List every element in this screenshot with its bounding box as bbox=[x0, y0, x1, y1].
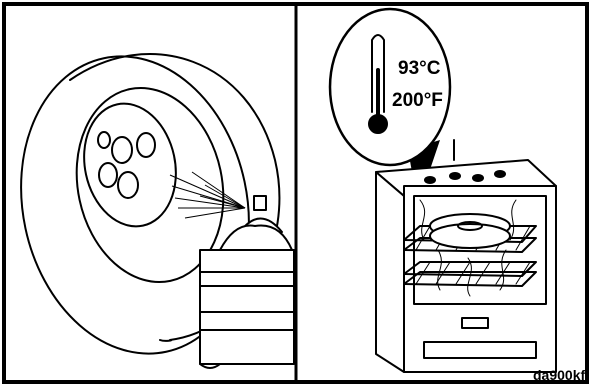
thermometer-callout: 93°C 200°F bbox=[330, 9, 450, 165]
oven bbox=[376, 140, 556, 372]
temperature-fahrenheit: 200°F bbox=[392, 90, 443, 111]
reference-code: da900kf bbox=[533, 367, 585, 383]
temperature-celsius: 93°C bbox=[398, 58, 441, 79]
spray-nozzle bbox=[254, 196, 266, 210]
